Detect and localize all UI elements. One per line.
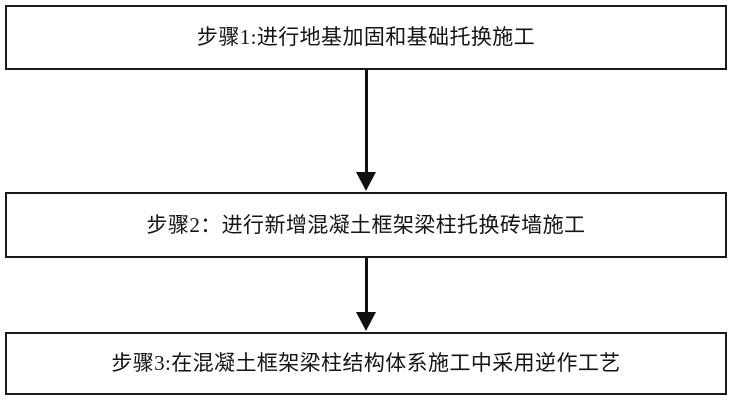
flowchart-step-1-box: 步骤1:进行地基加固和基础托换施工 [5, 5, 727, 70]
arrow-1-shaft [365, 70, 368, 173]
flowchart-step-1-label: 步骤1:进行地基加固和基础托换施工 [196, 25, 536, 50]
flowchart-step-3-box: 步骤3:在混凝土框架梁柱结构体系施工中采用逆作工艺 [5, 332, 727, 395]
arrow-down-icon [356, 172, 376, 191]
flowchart-step-3-label: 步骤3:在混凝土框架梁柱结构体系施工中采用逆作工艺 [111, 351, 621, 376]
flowchart-step-2-box: 步骤2：进行新增混凝土框架梁柱托换砖墙施工 [5, 192, 727, 258]
arrow-2-shaft [365, 258, 368, 313]
arrow-down-icon [356, 312, 376, 331]
flowchart-step-2-label: 步骤2：进行新增混凝土框架梁柱托换砖墙施工 [146, 212, 586, 237]
